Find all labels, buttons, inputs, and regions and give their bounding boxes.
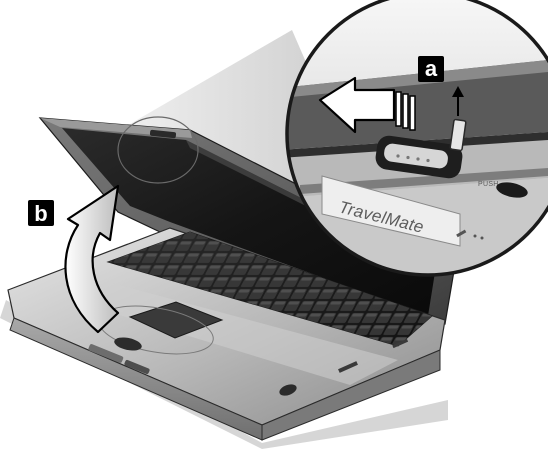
push-label: PUSH [478,181,499,188]
callout-badge-b: b [28,200,54,226]
callout-a-label: a [425,56,438,81]
callout-b-label: b [34,201,47,226]
callout-badge-a: a [418,56,444,82]
